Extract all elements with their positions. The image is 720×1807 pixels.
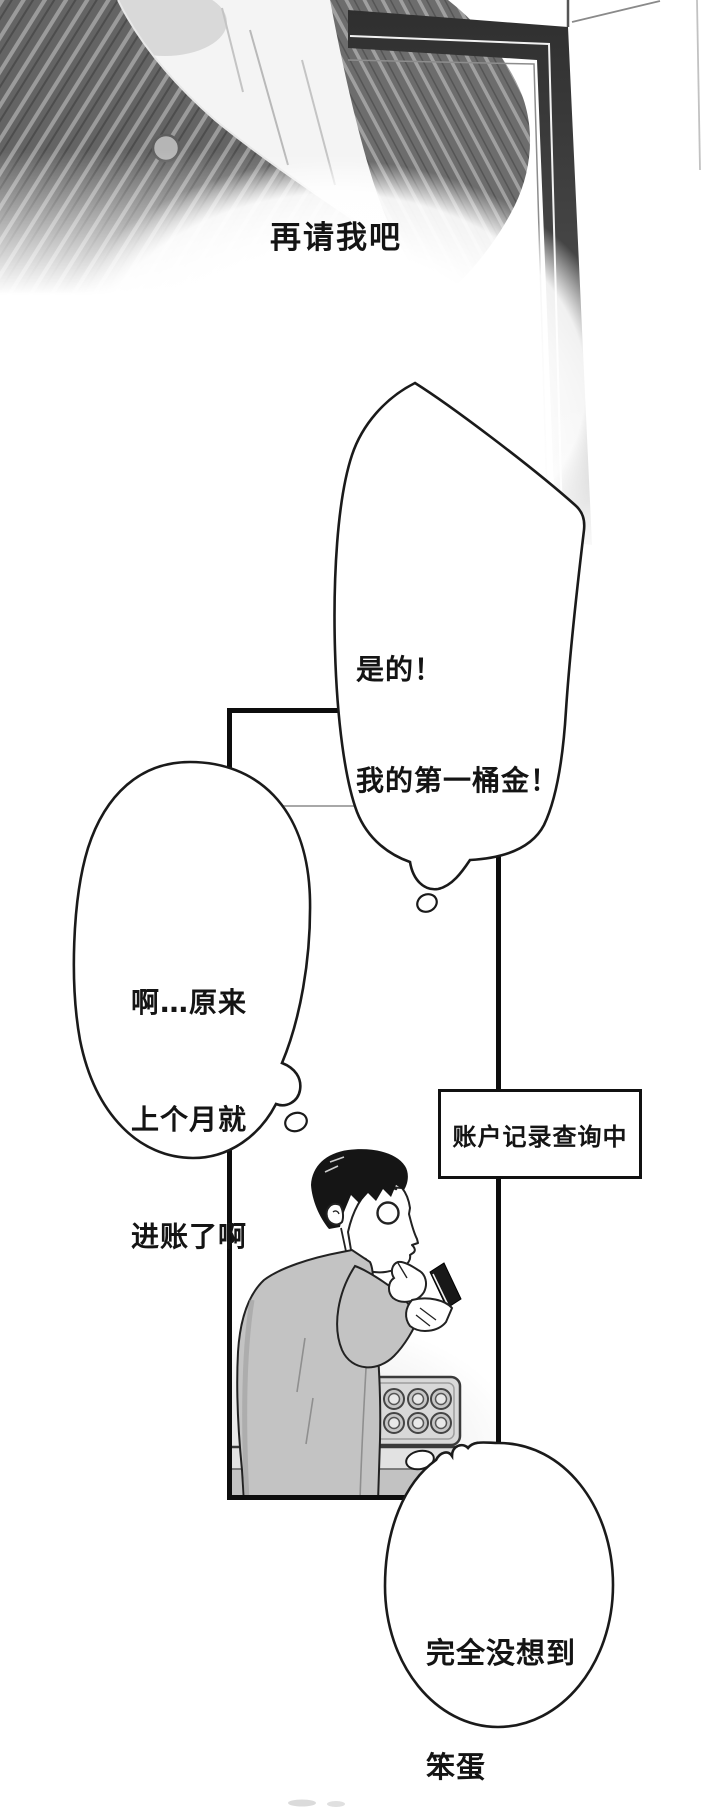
speech-bubble-2-text: 完全没想到 笨蛋 <box>426 1558 576 1807</box>
narration-text: 再请我吧 <box>270 220 402 256</box>
thought-bubble-line-3: 进账了啊 <box>131 1220 248 1253</box>
thought-bubble-line-2: 上个月就 <box>131 1103 248 1136</box>
speech-bubble-1-shape <box>333 381 586 891</box>
status-caption-text: 账户记录查询中 <box>452 1122 628 1151</box>
cutoff-artifact <box>288 1799 345 1807</box>
speech-bubble-1-droplet <box>416 893 438 913</box>
speech-bubble-2-line-2: 笨蛋 <box>426 1750 487 1784</box>
character <box>236 1149 462 1498</box>
speech-bubble-2-line-1: 完全没想到 <box>426 1636 577 1670</box>
thought-bubble-droplet <box>284 1111 308 1133</box>
ear <box>325 1203 345 1226</box>
wall-lines <box>566 0 701 171</box>
speech-bubble-1 <box>333 381 586 913</box>
speech-bubble-1-line-2: 我的第一桶金！ <box>356 764 560 797</box>
speech-bubble-1-text: 是的！ 我的第一桶金！ <box>356 577 559 873</box>
speech-bubble-2-shape <box>383 1441 615 1729</box>
thought-bubble-shape <box>72 760 312 1160</box>
thought-bubble-line-1: 啊…原来 <box>131 986 248 1019</box>
speech-bubble-1-line-1: 是的！ <box>356 653 444 686</box>
thought-bubble <box>72 760 312 1160</box>
eye <box>376 1201 400 1225</box>
counter-oval <box>405 1449 435 1471</box>
phone <box>429 1262 462 1309</box>
thought-bubble-text: 啊…原来 上个月就 进账了啊 <box>131 905 247 1334</box>
status-caption-box <box>438 1089 642 1179</box>
jacket-button <box>151 133 181 163</box>
